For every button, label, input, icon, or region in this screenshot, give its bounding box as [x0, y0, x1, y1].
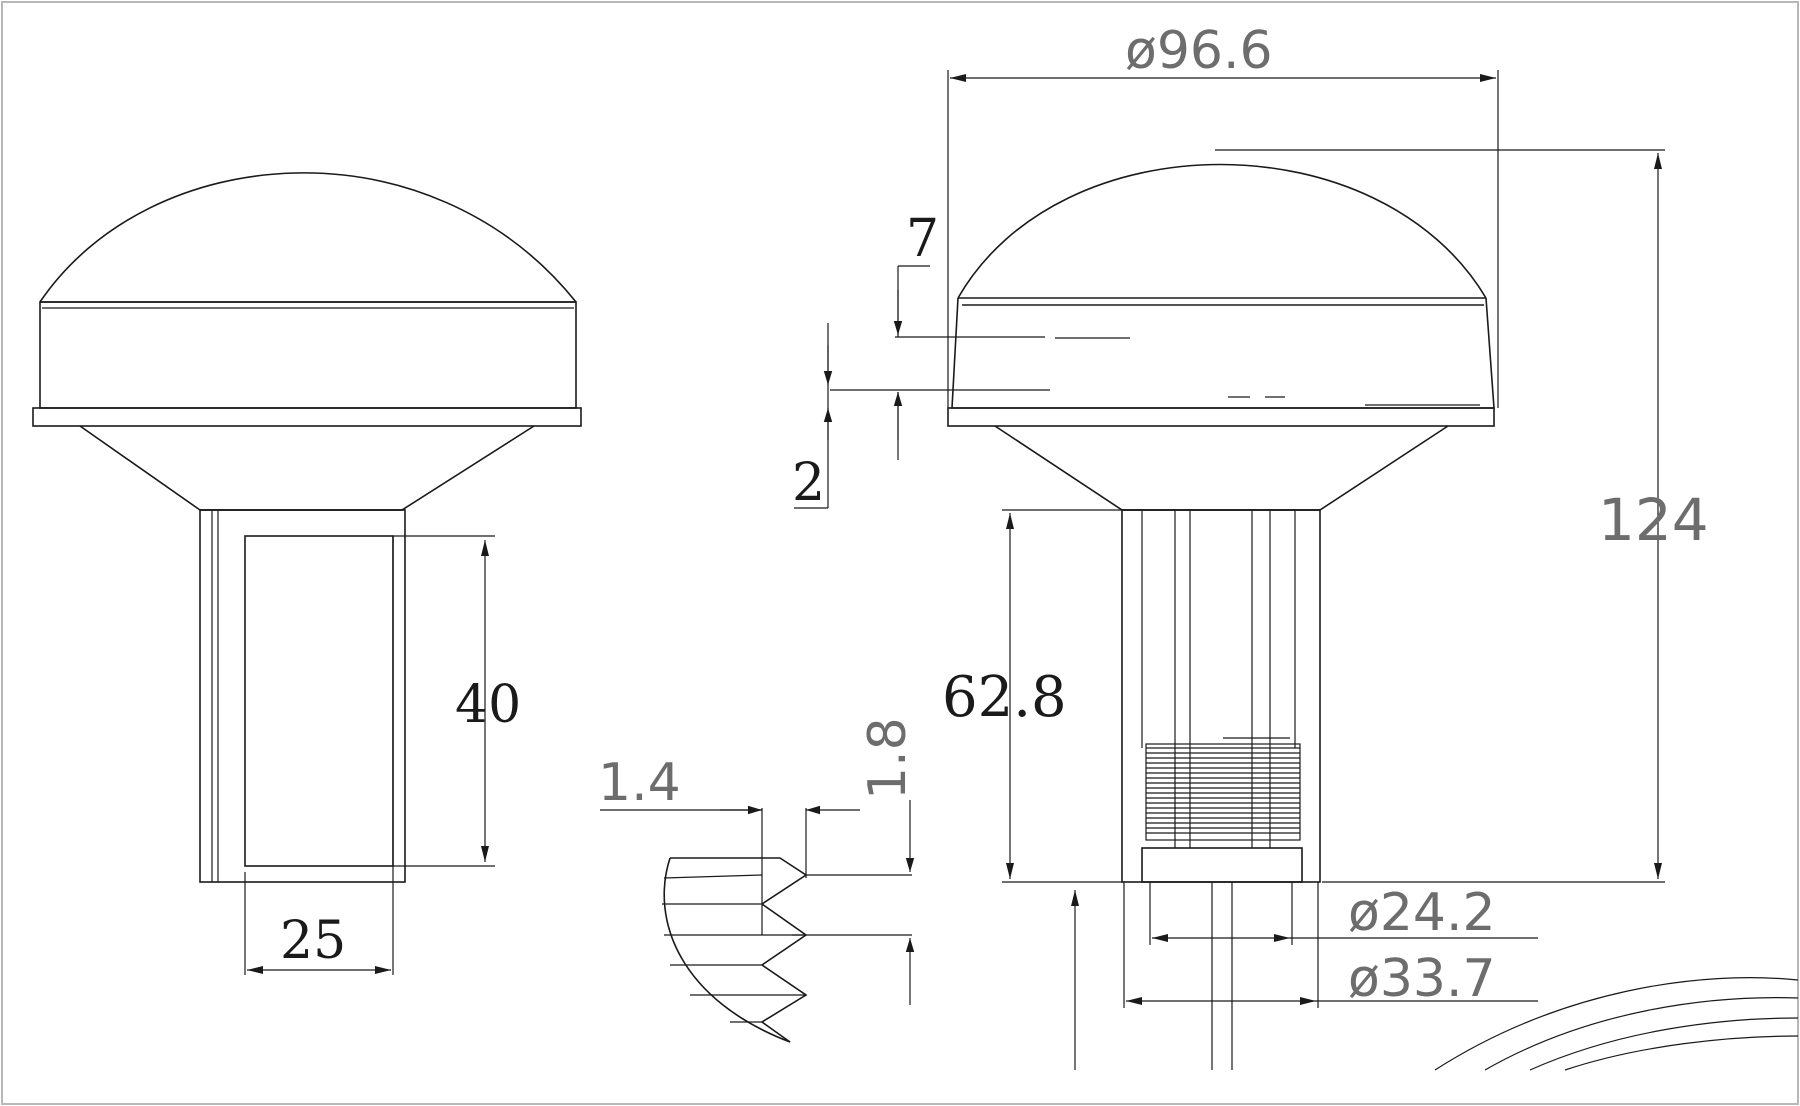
front-view-dome [957, 163, 1487, 299]
side-view-stem-slot [244, 535, 394, 867]
side-view-cone [79, 425, 535, 511]
front-view-cap-band [951, 297, 1495, 409]
dim-7-label: 7 [906, 209, 939, 269]
dim-33-7-label: ø33.7 [1348, 949, 1496, 1009]
front-view-thread [1145, 737, 1301, 841]
dim-24-2-label: ø24.2 [1348, 883, 1496, 943]
front-view-nut [1141, 847, 1303, 883]
front-view-cone [994, 425, 1449, 511]
dim-124-label: 124 [1598, 486, 1709, 554]
thread-profile [670, 857, 808, 1043]
dim-40-label: 40 [455, 675, 521, 735]
dim-1-4-label: 1.4 [598, 753, 681, 813]
side-view-cap-band [39, 301, 577, 409]
front-view-rim [947, 407, 1495, 427]
side-view: 40 25 [32, 172, 582, 975]
front-view: ø96.6 124 62.8 7 2 ø24.2 [792, 21, 1799, 1071]
front-view-stem [1121, 509, 1321, 883]
dim-2-label: 2 [792, 453, 825, 513]
cable-curves [1434, 977, 1799, 1071]
side-view-dome [39, 172, 577, 303]
thread-detail: 1.4 1.8 [598, 717, 918, 1043]
dim-62-8-label: 62.8 [942, 665, 1067, 730]
dim-1-8-label: 1.8 [858, 717, 918, 800]
dim-25-label: 25 [280, 911, 346, 971]
side-view-rim [32, 407, 582, 427]
side-view-stem [199, 509, 406, 883]
dim-96-6-label: ø96.6 [1125, 21, 1273, 81]
